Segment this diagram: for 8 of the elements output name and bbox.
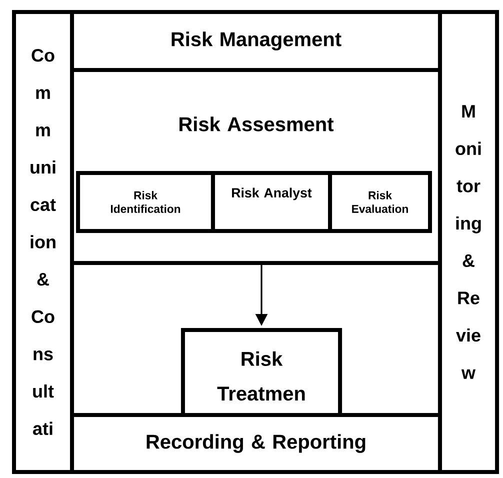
- process-box: Risk Analyst: [210, 170, 332, 233]
- process-box: Risk Treatmen: [180, 328, 342, 418]
- process-box: Recording & Reporting: [70, 412, 442, 474]
- process-box: Risk Management: [70, 10, 442, 72]
- side-column: M oni tor ing & Re vie w: [438, 10, 500, 474]
- process-box: Risk Identification: [76, 170, 215, 233]
- side-column: Co m m uni cat ion & Co ns ult ati: [12, 10, 74, 474]
- process-box: Risk Evaluation: [328, 170, 432, 233]
